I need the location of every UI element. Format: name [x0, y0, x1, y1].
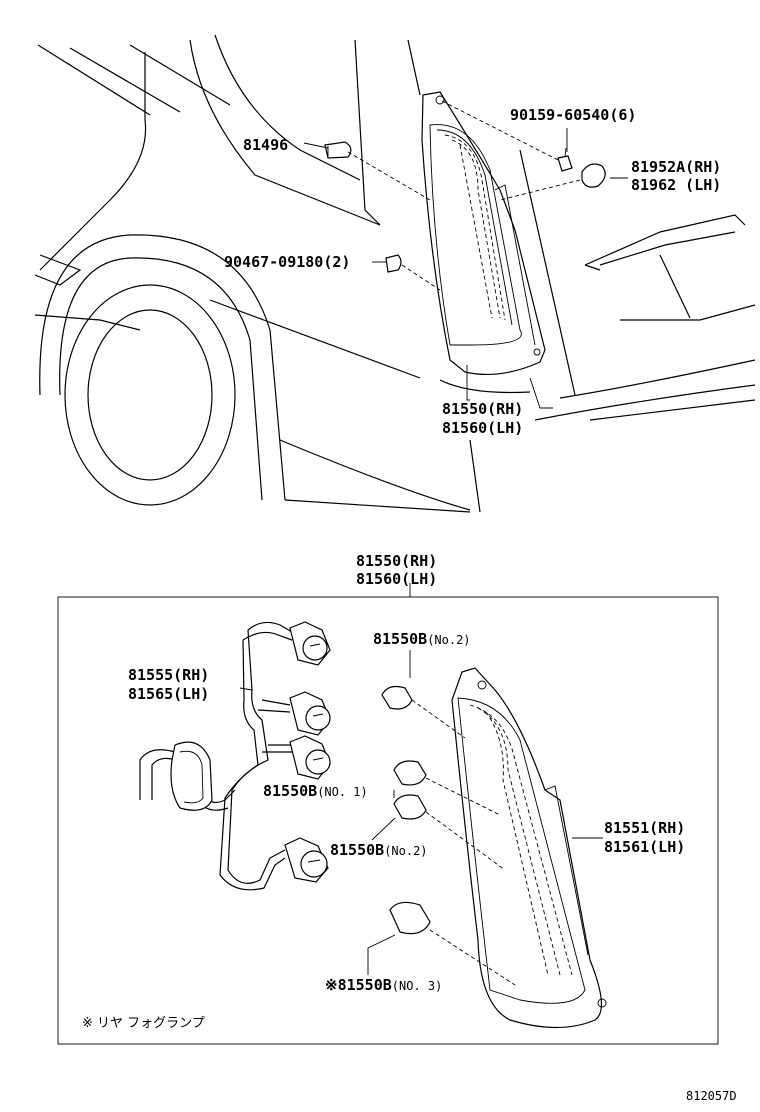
footnote-rear-fog: ※ リヤ フォグランプ [82, 1016, 205, 1031]
bulb-no1 [393, 760, 427, 786]
label-bolt: 90159-60540(6) [510, 106, 636, 124]
label-socket-rh: 81555(RH) [128, 666, 209, 684]
label-socket-lh: 81565(LH) [128, 685, 209, 703]
socket-3 [289, 735, 331, 780]
clip-81496 [324, 141, 352, 159]
label-clip: 81496 [243, 136, 288, 154]
label-bulb-no2-top: 81550B(No.2) [373, 630, 471, 648]
label-cover-lh: 81962 (LH) [631, 176, 721, 194]
socket-1 [289, 621, 331, 666]
label-assy-lh: 81560(LH) [356, 570, 437, 588]
bulb-no2-top [381, 685, 413, 710]
label-bulb-no2-mid: 81550B(No.2) [330, 841, 428, 859]
label-bulb-no1: 81550B(NO. 1) [263, 782, 368, 800]
vehicle-outline [34, 34, 756, 513]
socket-4 [284, 837, 329, 883]
label-cover-rh: 81952A(RH) [631, 158, 721, 176]
label-lamp-rh: 81550(RH) [442, 400, 523, 418]
label-lamp-lh: 81560(LH) [442, 419, 523, 437]
detail-frame [57, 596, 719, 1045]
label-bulb-no3: ※81550B(NO. 3) [325, 976, 442, 994]
rear-lamp-installed [421, 91, 546, 376]
label-lens-lh: 81561(LH) [604, 838, 685, 856]
label-assy-rh: 81550(RH) [356, 552, 437, 570]
label-lens-rh: 81551(RH) [604, 819, 685, 837]
socket-2 [289, 691, 331, 736]
bulb-no2-mid [393, 794, 427, 820]
screw-90467 [385, 254, 402, 273]
figure-code: 812057D [686, 1089, 737, 1103]
label-screw: 90467-09180(2) [224, 253, 350, 271]
lamp-lens [451, 667, 607, 1029]
cover-81952 [581, 163, 606, 188]
bolt-90159 [557, 147, 573, 172]
wire-harness [139, 621, 293, 891]
bulb-no3 [389, 901, 431, 935]
